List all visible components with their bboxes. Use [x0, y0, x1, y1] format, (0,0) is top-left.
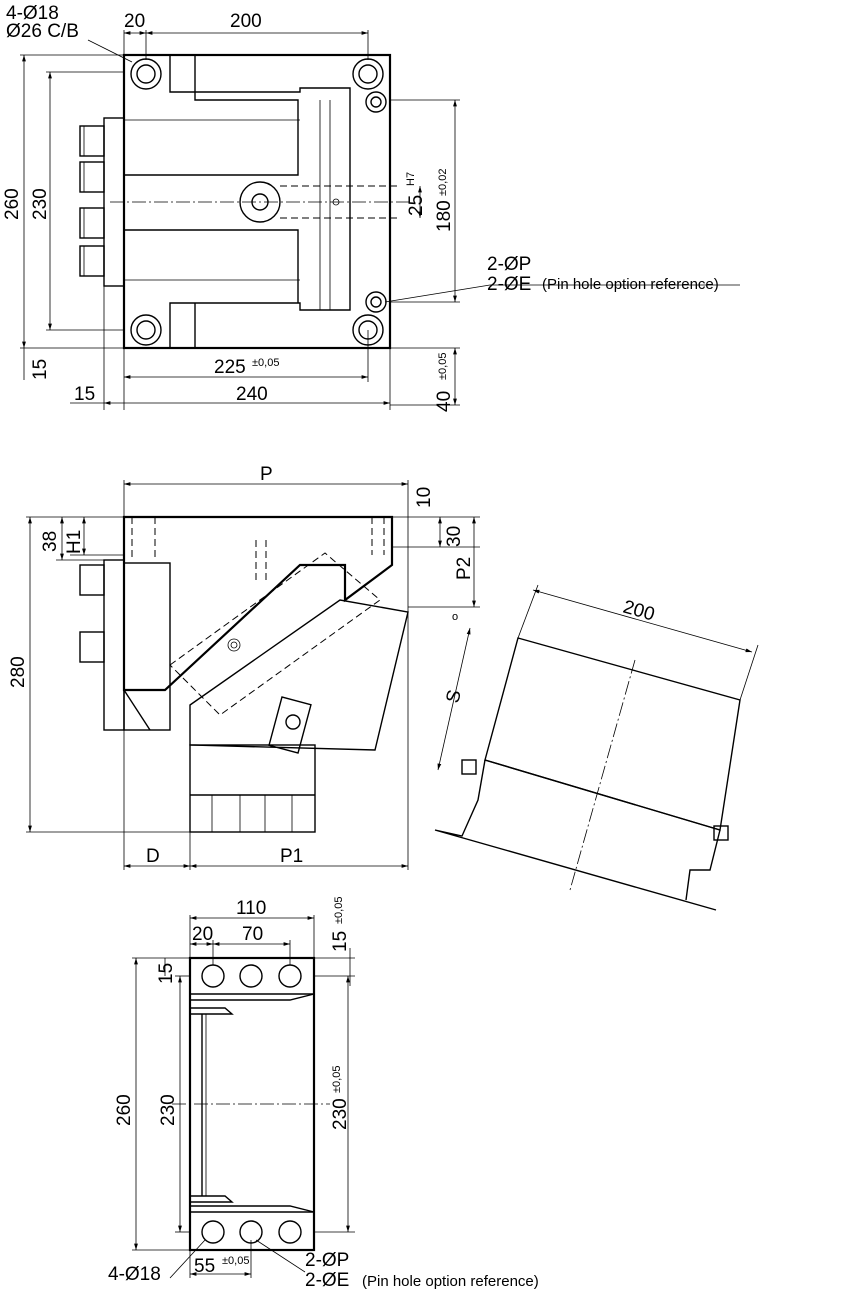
- bottom-hole-spec: 4-Ø18: [108, 1264, 161, 1285]
- side-top-block: [122, 515, 394, 692]
- tilted-dim-s: S: [442, 688, 465, 705]
- tilted-dim-200: 200: [621, 597, 657, 626]
- bottom-dim-230-right: 230: [330, 1098, 351, 1130]
- dim-d: D: [146, 846, 160, 867]
- pin-p-label: 2-ØP: [487, 254, 531, 275]
- dim-25: 25: [406, 195, 427, 216]
- dim-225-tol: ±0,05: [252, 357, 279, 369]
- dim-p1: P1: [280, 846, 303, 867]
- dim-230: 230: [30, 188, 51, 220]
- dim-240: 240: [236, 384, 268, 405]
- top-pin-holes: [365, 91, 387, 313]
- angle-mark: o: [452, 611, 458, 623]
- dim-40: 40: [434, 391, 455, 412]
- side-view: P 10 30 P2 o 280 38 H1 D P1: [8, 464, 480, 870]
- dim-15-left: 15: [30, 359, 51, 380]
- bottom-pin-p: 2-ØP: [305, 1250, 349, 1271]
- bottom-pin-e: 2-ØE: [305, 1270, 349, 1291]
- bottom-dim-230: 230: [158, 1094, 179, 1126]
- dim-260: 260: [2, 188, 23, 220]
- bottom-dim-55-tol: ±0,05: [222, 1255, 249, 1267]
- bottom-view: 110 20 70 15 ±0,05 260 230 15 230 ±0,05 …: [108, 897, 539, 1291]
- bottom-dim-15-left: 15: [156, 963, 177, 984]
- dim-180: 180: [434, 200, 455, 232]
- dim-280: 280: [8, 656, 29, 688]
- bottom-dim-15-top-tol: ±0,05: [333, 897, 345, 924]
- hole-spec-line2: Ø26 C/B: [6, 21, 79, 42]
- tilted-box: [484, 637, 741, 831]
- bottom-dim-70: 70: [242, 924, 263, 945]
- dim-200: 200: [230, 11, 262, 32]
- tilted-view: 200 S: [434, 584, 759, 911]
- pin-e-label: 2-ØE: [487, 274, 531, 295]
- top-center-hole: [239, 181, 281, 223]
- dim-20: 20: [124, 11, 145, 32]
- side-bottom-block: [189, 744, 316, 833]
- bottom-dim-20: 20: [192, 924, 213, 945]
- dim-h1: H1: [64, 530, 85, 554]
- dim-40-tol: ±0,05: [437, 353, 449, 380]
- top-view: 20 200 4-Ø18 Ø26 C/B 260 230 180 ±0,02 2…: [2, 3, 740, 412]
- bottom-dim-55: 55: [194, 1256, 215, 1277]
- dim-10: 10: [414, 487, 435, 508]
- dim-25-tol: H7: [405, 172, 417, 186]
- hole-spec-line1: 4-Ø18: [6, 3, 59, 24]
- bottom-pin-note: (Pin hole option reference): [362, 1273, 539, 1290]
- top-inner-channel: [169, 55, 351, 348]
- dim-p: P: [260, 464, 273, 485]
- dim-38: 38: [40, 531, 61, 552]
- top-connectors: [79, 125, 105, 277]
- bottom-dim-230-tol: ±0,05: [331, 1066, 343, 1093]
- dim-180-tol: ±0,02: [437, 169, 449, 196]
- dim-15-bottom: 15: [74, 384, 95, 405]
- bottom-dim-260: 260: [114, 1094, 135, 1126]
- dim-30: 30: [444, 526, 465, 547]
- top-corner-holes: [130, 58, 384, 346]
- dim-p2: P2: [454, 557, 475, 580]
- bottom-dim-110: 110: [236, 898, 266, 919]
- dim-225: 225: [214, 357, 246, 378]
- pin-note: (Pin hole option reference): [542, 276, 719, 293]
- bottom-dim-15-top: 15: [330, 931, 351, 952]
